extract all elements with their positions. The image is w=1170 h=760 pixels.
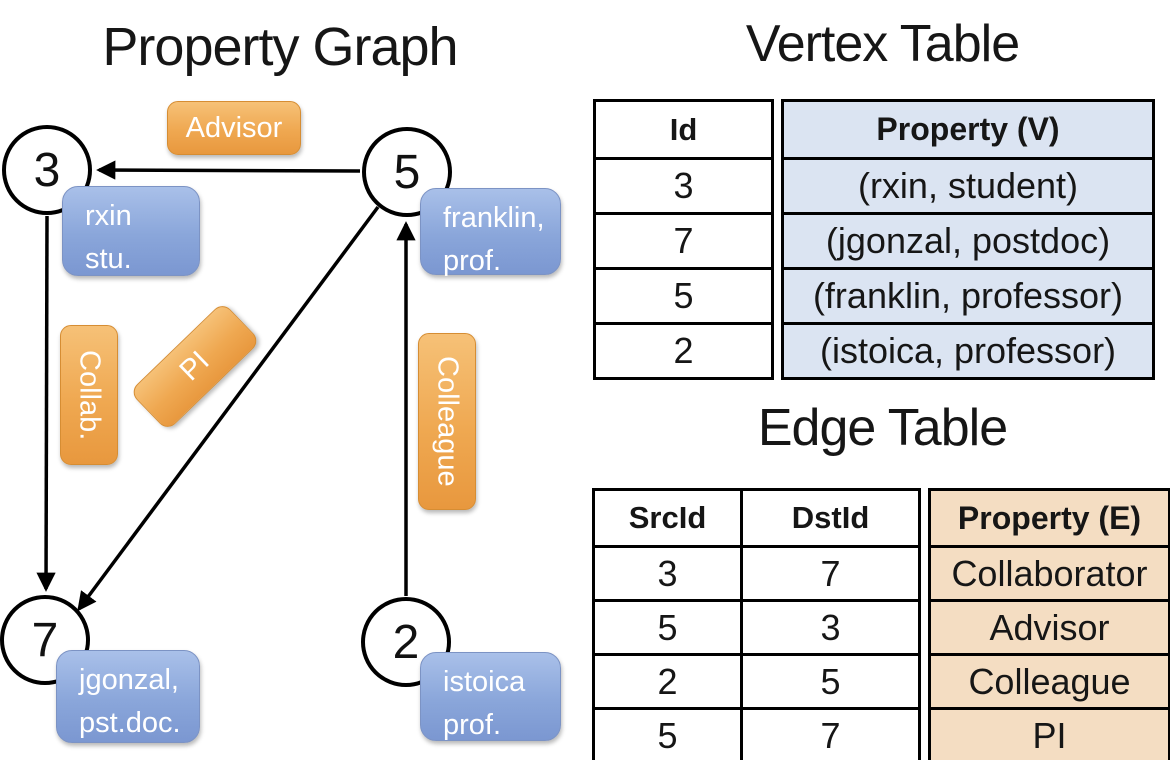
column-header-srcid: SrcId [628, 500, 707, 535]
edge-table-dstid-column: DstId 7 3 5 7 [740, 491, 918, 760]
vertex-property-line: jgonzal, [79, 664, 179, 696]
table-cell: Collaborator [931, 545, 1168, 599]
property-graph-diagram: 3 5 7 2 rxin stu. franklin, prof. jgonza… [0, 0, 580, 760]
graph-edges [36, 160, 416, 612]
vertex-property-box-rxin: rxin stu. [62, 186, 200, 276]
table-cell: Colleague [931, 653, 1168, 707]
table-cell: Advisor [931, 599, 1168, 653]
vertex-property-box-franklin: franklin, prof. [420, 188, 561, 277]
table-cell: PI [931, 707, 1168, 760]
edge-table-srcid-column: SrcId 3 5 2 5 [595, 491, 740, 760]
vertex-property-line: pst.doc. [79, 707, 181, 739]
node-id-label: 2 [392, 615, 420, 669]
node-id-label: 7 [31, 613, 59, 667]
table-cell: 7 [743, 545, 918, 599]
vertex-table: Id 3 7 5 2 Property (V) (rxin, student) … [593, 99, 1155, 380]
column-header-dstid: DstId [791, 500, 870, 535]
edge-table-property-column: Property (E) Collaborator Advisor Collea… [928, 488, 1170, 760]
table-cell: 3 [596, 157, 771, 212]
vertex-table-title: Vertex Table [745, 15, 1020, 73]
table-cell: (istoica, professor) [784, 322, 1152, 377]
edge-label-advisor: Advisor [167, 101, 301, 155]
table-cell: 2 [595, 653, 740, 707]
table-cell: 3 [595, 545, 740, 599]
vertex-property-line: prof. [443, 245, 502, 277]
column-header-property-e: Property (E) [931, 491, 1168, 545]
edge-table: SrcId 3 5 2 5 DstId 7 3 5 7 Property (E)… [592, 488, 1170, 760]
edge-table-id-columns: SrcId 3 5 2 5 DstId 7 3 5 7 [592, 488, 921, 760]
edge-table-title: Edge Table [757, 399, 1008, 457]
vertex-property-box-istoica: istoica prof. [420, 652, 561, 741]
edge-advisor-arrow [96, 160, 361, 180]
table-cell: 5 [595, 707, 740, 760]
vertex-property-box-jgonzal: jgonzal, pst.doc. [56, 650, 200, 743]
vertex-property-line: stu. [85, 243, 132, 275]
edge-label-colleague: Colleague [418, 333, 476, 510]
table-cell: 5 [743, 653, 918, 707]
vertex-property-line: rxin [85, 200, 132, 232]
table-cell: 7 [596, 212, 771, 267]
vertex-property-line: istoica [443, 666, 526, 698]
graph-node-2: 2 [361, 597, 451, 687]
vertex-property-line: prof. [443, 709, 502, 741]
node-id-label: 3 [33, 143, 61, 197]
table-cell: 3 [743, 599, 918, 653]
node-id-label: 5 [393, 145, 421, 199]
edge-pi-arrow [77, 205, 380, 612]
vertex-table-id-column: Id 3 7 5 2 [593, 99, 774, 380]
table-cell: 7 [743, 707, 918, 760]
table-cell: 2 [596, 322, 771, 377]
graph-node-5: 5 [362, 127, 452, 217]
table-cell: (franklin, professor) [784, 267, 1152, 322]
column-header-property-v: Property (V) [784, 102, 1152, 157]
table-cell: (jgonzal, postdoc) [784, 212, 1152, 267]
edge-label-collab: Collab. [60, 325, 118, 465]
column-header-id: Id [669, 111, 698, 147]
table-cell: 5 [595, 599, 740, 653]
table-cell: (rxin, student) [784, 157, 1152, 212]
property-graph-title: Property Graph [102, 17, 458, 77]
table-cell: 5 [596, 267, 771, 322]
vertex-property-line: franklin, [443, 202, 545, 234]
edge-collab-arrow [36, 215, 56, 592]
vertex-table-property-column: Property (V) (rxin, student) (jgonzal, p… [781, 99, 1155, 380]
